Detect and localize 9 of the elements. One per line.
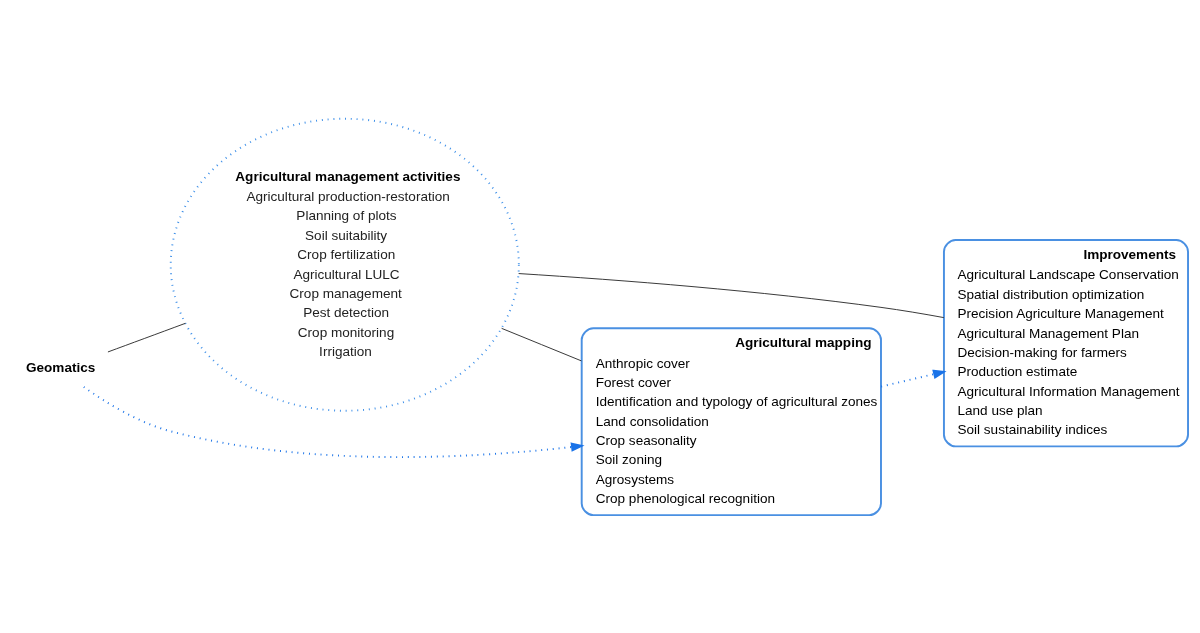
node-box: Improvements Agricultural Landscape Conservation Spatial distribution optimization Precision Agriculture Management Agricultural Management Plan Decision-making for farmers Production estimate Agricultural Information Management Land use plan Soil sustainability indices xyxy=(942,238,1189,447)
connector xyxy=(107,322,186,352)
arrow xyxy=(82,385,585,458)
connector xyxy=(501,327,582,361)
connector xyxy=(518,272,945,318)
node-ellipse: Agricultural management activities Agricultural production-restoration Planning of plots Soil suitability Crop fertilization Agricultural LULC Crop management Pest detection Crop monitoring Irrigation xyxy=(169,117,520,412)
arrow xyxy=(880,369,947,388)
node-box: Agricultural mapping Anthropic cover Forest cover Identification and typology of agricultural zones Land consolidation Crop seasonality Soil zoning Agrosystems Crop phenological recognition xyxy=(580,326,882,516)
node-text: Geomatics xyxy=(26,359,96,375)
